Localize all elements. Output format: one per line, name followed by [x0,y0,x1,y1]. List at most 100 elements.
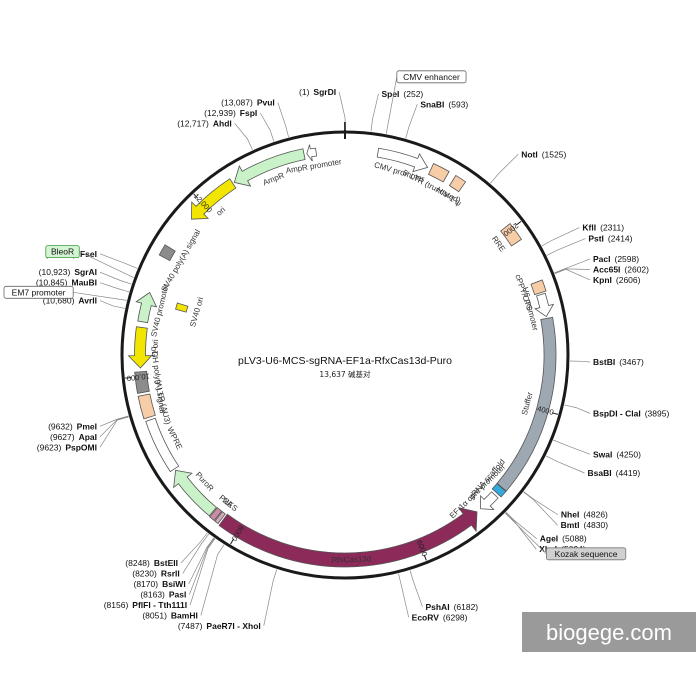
site-leader [263,569,278,627]
site-name: BsiWI [162,579,186,589]
site-apai: (9627)ApaI [50,432,97,442]
boxed-label-text: CMV enhancer [403,72,460,82]
site-position: (2311) [600,223,624,233]
feature-ef-1-core-promoter [480,491,499,510]
site-name: AvrII [78,296,97,306]
site-swai: SwaI(4250) [593,449,641,459]
feature-ori [191,178,237,220]
site-bstbi: BstBI(3467) [593,357,644,367]
site-leader [99,253,138,269]
tick-mark [193,193,199,199]
site-kpni: KpnI (2606) [593,275,641,285]
feature-hiv-1 [448,174,467,193]
site-name: NotI [521,149,538,159]
site-acc65i: Acc65I(2602) [593,264,649,274]
feature-sv40-ori [175,302,189,313]
site-leader [398,573,409,618]
site-position: (4826) [583,510,608,520]
site-name: KflI [582,223,596,233]
site-leader [545,455,585,474]
site-position: (2414) [608,234,633,244]
site-leader [569,360,591,363]
site-noti: NotI(1525) [521,149,566,159]
site-name: PflFI - Tth111I [132,600,187,610]
boxed-label-box [396,70,467,84]
site-position: (8051) [142,610,167,620]
site-position: (9632) [48,421,73,431]
feature-rfxcas13d [218,507,478,568]
site-position: (593) [448,99,468,109]
site-name: NheI [561,510,579,520]
feature-rre [500,223,523,247]
site-leader [338,91,346,131]
site-name: SgrDI [313,87,336,97]
site-name: BstEII [154,558,178,568]
site-bmti: BmtI(4830) [561,520,609,530]
boxed-label-em7-promoter: EM7 promoter [3,285,127,301]
feature-label-wpre: WPRE [165,426,184,452]
site-name: RsrII [161,568,180,578]
site-name: FseI [80,249,97,259]
boxed-label-leader [385,76,398,134]
site-name: KpnI [593,275,612,285]
site-position: (12,717) [177,119,209,129]
feature-cppt-cts [530,279,547,296]
boxed-label-text: BleoR [51,247,74,257]
feature-bgh-poly-a-signal [134,370,150,394]
site-sgrai: (10,923)SgrAI [39,267,97,277]
boxed-label-box [545,547,627,561]
site-ahdi: (12,717)AhdI [177,119,232,129]
feature-stuffer [496,316,557,492]
site-name: BstBI [593,357,615,367]
sites-layer: SpeI(252)SnaBI(593)NotI(1525)KflI(2311)P… [36,87,670,631]
site-leader [189,538,216,606]
site-leader [554,268,591,274]
tick-mark [515,220,522,226]
site-position: (2606) [616,275,641,285]
site-leader [490,154,519,184]
site-bsiwi: (8170)BsiWI [133,579,185,589]
site-name: EcoRV [412,612,440,622]
site-leader [505,511,537,540]
site-position: (6182) [454,602,479,612]
boxed-label-bleor: BleoR [45,245,134,278]
site-name: SpeI [381,89,399,99]
site-leader [554,258,591,274]
site-bsteii: (8248)BstEII [125,558,178,568]
site-position: (13,087) [221,98,253,108]
site-leader [564,404,591,414]
feature-3-ltr-u3 [137,393,156,420]
site-leader [523,491,558,526]
site-name: BmtI [561,520,580,530]
site-name: PshAI [425,602,449,612]
site-nhei: NheI (4826) [561,510,608,520]
site-position: (4250) [616,449,641,459]
site-leader [99,300,125,309]
site-position: (2598) [615,254,640,264]
watermark-text: biogege.com [546,620,672,645]
site-name: PasI [169,589,187,599]
site-name: ApaI [79,432,97,442]
site-leader [182,533,210,574]
site-leader [409,570,423,607]
feature-cmv-promoter [376,147,429,173]
site-leader [405,104,418,139]
site-rsrii: (8230)RsrII [132,568,179,578]
feature-label-ampr: AmpR [262,171,286,188]
boxed-label-leader [79,251,134,278]
boxed-label-cmv-enhancer: CMV enhancer [385,70,467,134]
site-name: PaeR7I - XhoI [206,621,260,631]
site-avrii: (10,680)AvrII [43,296,97,306]
site-leader [99,416,129,438]
site-position: (8156) [104,600,129,610]
boxed-label-text: EM7 promoter [12,287,66,297]
site-name: PspOMI [65,442,97,452]
site-position: (6298) [443,612,468,622]
feature-f1-ori [127,326,153,369]
feature-grna-scaffold [491,483,507,498]
site-position: (7487) [178,621,203,631]
feature-wpre [145,417,180,473]
site-leader [523,491,559,516]
feature-label-stuffer: Stuffer [520,391,535,416]
boxed-label-box [45,245,80,259]
